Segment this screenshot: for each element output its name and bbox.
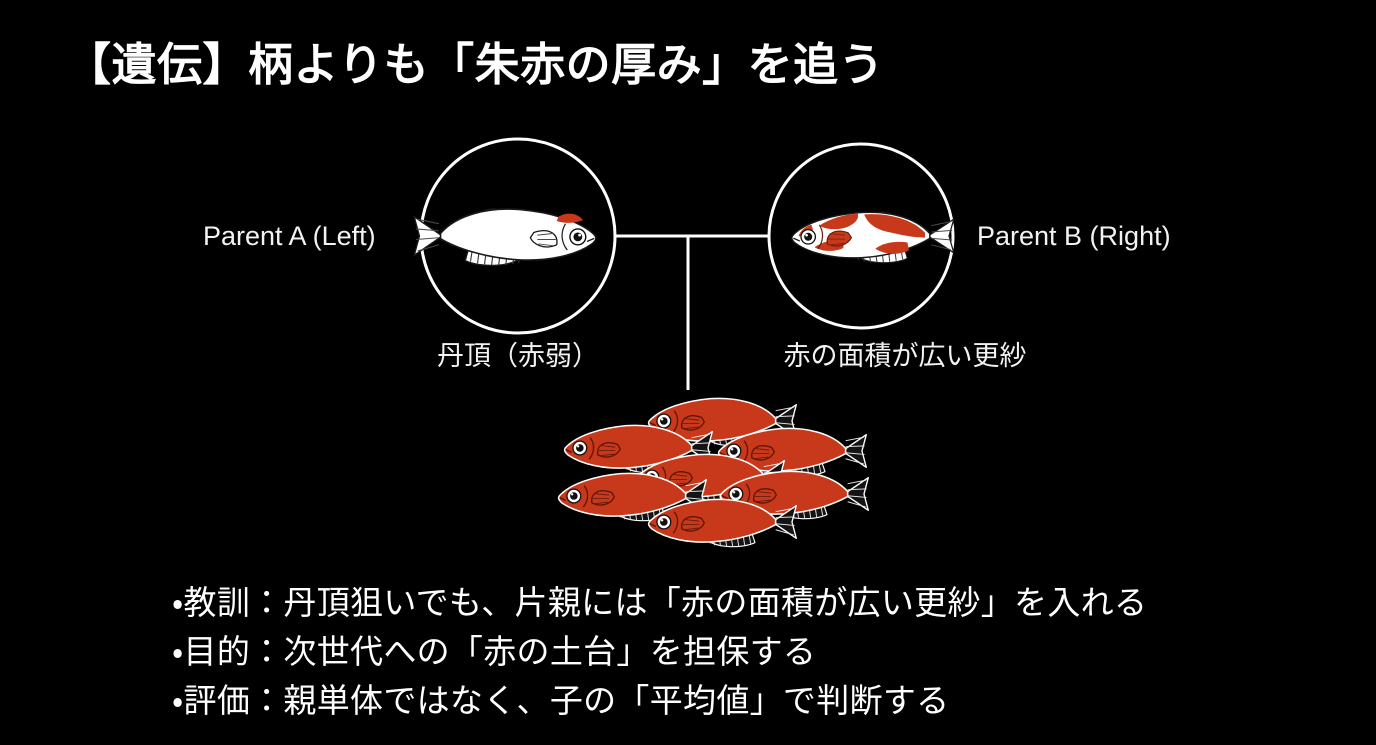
page-title: 【遺伝】柄よりも「朱赤の厚み」を追う [66,39,885,90]
offspring-fish-icon [647,397,798,447]
offspring-school[interactable] [557,397,870,548]
list-item: ・教訓：丹頂狙いでも、片親には「赤の面積が広い更紗」を入れる [172,584,1148,621]
pedigree-connectors [616,234,769,390]
offspring-fish-icon [647,498,798,548]
offspring-fish-icon [717,427,868,477]
list-item: ・目的：次世代への「赤の土台」を担保する [172,633,817,670]
offspring-fish-icon [563,424,714,474]
list-item: ・評価：親単体ではなく、子の「平均値」で判断する [172,682,950,719]
offspring-fish-icon [557,472,708,522]
parent-b-node[interactable] [767,142,955,330]
parent-b-label: Parent B (Right) [977,221,1171,251]
parent-b-caption: 赤の面積が広い更紗 [783,341,1027,371]
parent-a-caption: 丹頂（赤弱） [437,341,599,371]
parent-a-circle [419,137,617,335]
offspring-fish-icon [719,470,870,520]
parent-a-fish-icon [413,208,597,267]
offspring-fish-icon [635,453,786,503]
bullet-list: ・教訓：丹頂狙いでも、片親には「赤の面積が広い更紗」を入れる ・目的：次世代への… [172,578,1272,725]
parent-b-fish-icon [791,211,955,264]
parent-b-circle [767,142,955,330]
parent-a-node[interactable] [413,137,617,335]
parent-a-label: Parent A (Left) [203,221,376,251]
